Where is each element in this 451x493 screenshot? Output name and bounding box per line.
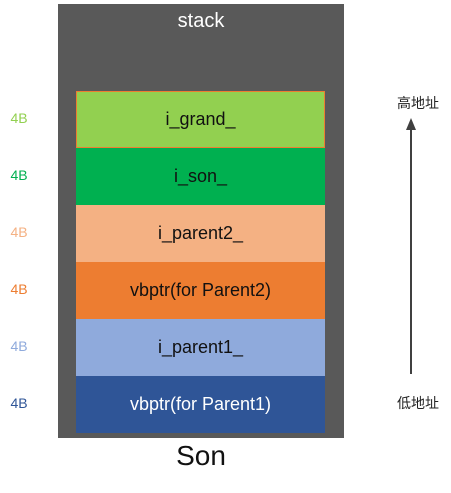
memory-block: i_son_ [76,148,325,205]
memory-block: i_parent1_ [76,319,325,376]
block-size-label: 4B [10,281,28,297]
memory-block: i_parent2_ [76,205,325,262]
address-direction-arrow-icon [406,118,416,374]
block-size-label: 4B [10,224,28,240]
high-address-label: 高地址 [397,95,439,111]
memory-block: vbptr(for Parent2) [76,262,325,319]
memory-block: vbptr(for Parent1) [76,376,325,433]
stack-title: stack [177,10,225,32]
block-size-label: 4B [10,167,28,183]
block-size-label: 4B [10,395,28,411]
block-size-label: 4B [10,110,28,126]
block-size-label: 4B [10,338,28,354]
diagram-caption: Son [176,440,226,471]
memory-block: i_grand_ [76,91,325,148]
low-address-label: 低地址 [397,395,439,411]
